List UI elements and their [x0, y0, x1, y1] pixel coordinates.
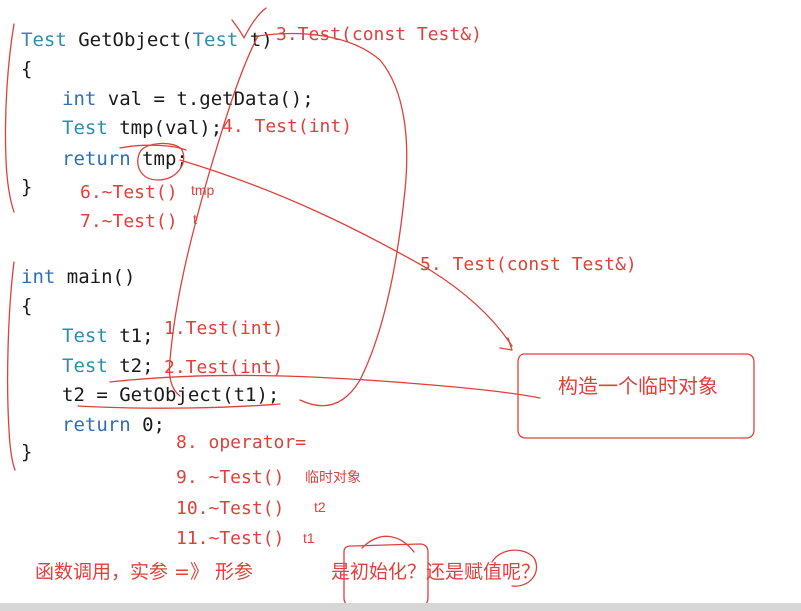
temp-object-box	[517, 353, 755, 439]
code-brace-open: {	[21, 58, 33, 80]
annotation-step-9: 9. ~Test()	[176, 467, 285, 488]
annotation-step-9-note: 临时对象	[305, 469, 361, 485]
underline-stroke	[119, 144, 187, 151]
flow-curve	[257, 32, 408, 407]
annotation-step-10: 10.~Test()	[176, 498, 285, 519]
circle-mark	[137, 142, 185, 181]
annotation-step-6-note: tmp	[191, 182, 215, 198]
annotation-step-4: 4. Test(int)	[222, 116, 353, 137]
annotation-step-11: 11.~Test()	[176, 528, 285, 549]
flow-curve	[168, 35, 259, 397]
code-token-type: Test	[21, 29, 67, 51]
code-token-type: Test	[62, 117, 108, 139]
arrowhead-icon	[499, 337, 513, 351]
code-token: main()	[55, 266, 136, 288]
code-token-type: Test	[192, 29, 239, 51]
bracket-stroke	[4, 23, 15, 213]
code-token: val = t.getData();	[96, 88, 314, 110]
code-token: 0;	[130, 414, 165, 436]
code-line-return-tmp: return tmp;	[62, 150, 188, 169]
code-token-keyword: int	[21, 266, 56, 288]
code-token: tmp(val);	[107, 117, 223, 139]
loop-stroke	[361, 535, 415, 553]
annotation-step-6: 6.~Test()	[80, 182, 178, 203]
annotation-step-7: 7.~Test()	[80, 211, 178, 232]
bottom-question-part-2: 是初始化？还是赋值呢？	[331, 561, 541, 583]
code-line-signature: Test GetObject(Test t)	[21, 31, 273, 50]
code-brace-open: {	[21, 295, 33, 317]
annotation-step-3: 3.Test(const Test&)	[276, 24, 482, 45]
code-brace-close: }	[21, 441, 33, 463]
code-token: tmp;	[130, 148, 188, 170]
annotation-step-2: 2.Test(int)	[164, 357, 284, 378]
check-mark-icon	[231, 7, 267, 39]
annotation-step-5: 5. Test(const Test&)	[420, 254, 637, 275]
code-line-t2: Test t2;	[62, 357, 154, 376]
code-token-keyword: return	[62, 148, 131, 170]
code-brace-close: }	[21, 176, 33, 198]
code-token-type: Test	[62, 325, 108, 347]
loop-stroke	[491, 549, 538, 587]
annotation-step-8: 8. operator=	[176, 432, 307, 453]
code-line-tmp: Test tmp(val);	[62, 119, 222, 138]
underline-stroke	[77, 403, 281, 409]
code-token: GetObject(	[66, 29, 193, 51]
arrow-line	[179, 159, 513, 347]
flow-curve	[109, 374, 541, 399]
annotation-step-1: 1.Test(int)	[164, 318, 284, 339]
code-token-keyword: int	[62, 88, 97, 110]
code-line-getdata: int val = t.getData();	[62, 90, 314, 109]
bracket-stroke	[6, 261, 16, 471]
code-line-t1: Test t1;	[62, 327, 154, 346]
code-token-keyword: return	[62, 414, 131, 436]
temp-object-label: 构造一个临时对象	[558, 374, 718, 398]
code-line-return-0: return 0;	[62, 416, 165, 435]
annotation-step-11-note: t1	[303, 530, 315, 546]
code-line-assign: t2 = GetObject(t1);	[62, 384, 280, 406]
code-token: t2;	[107, 355, 154, 377]
highlight-box	[343, 543, 429, 607]
code-token: t1;	[107, 325, 154, 347]
annotation-step-7-note: t	[193, 211, 197, 227]
code-line-main: int main()	[21, 268, 135, 287]
code-token-type: Test	[62, 355, 108, 377]
annotation-step-10-note: t2	[314, 499, 326, 515]
bottom-question-part-1: 函数调用，实参 =》 形参	[35, 561, 253, 583]
bottom-divider	[0, 603, 801, 611]
